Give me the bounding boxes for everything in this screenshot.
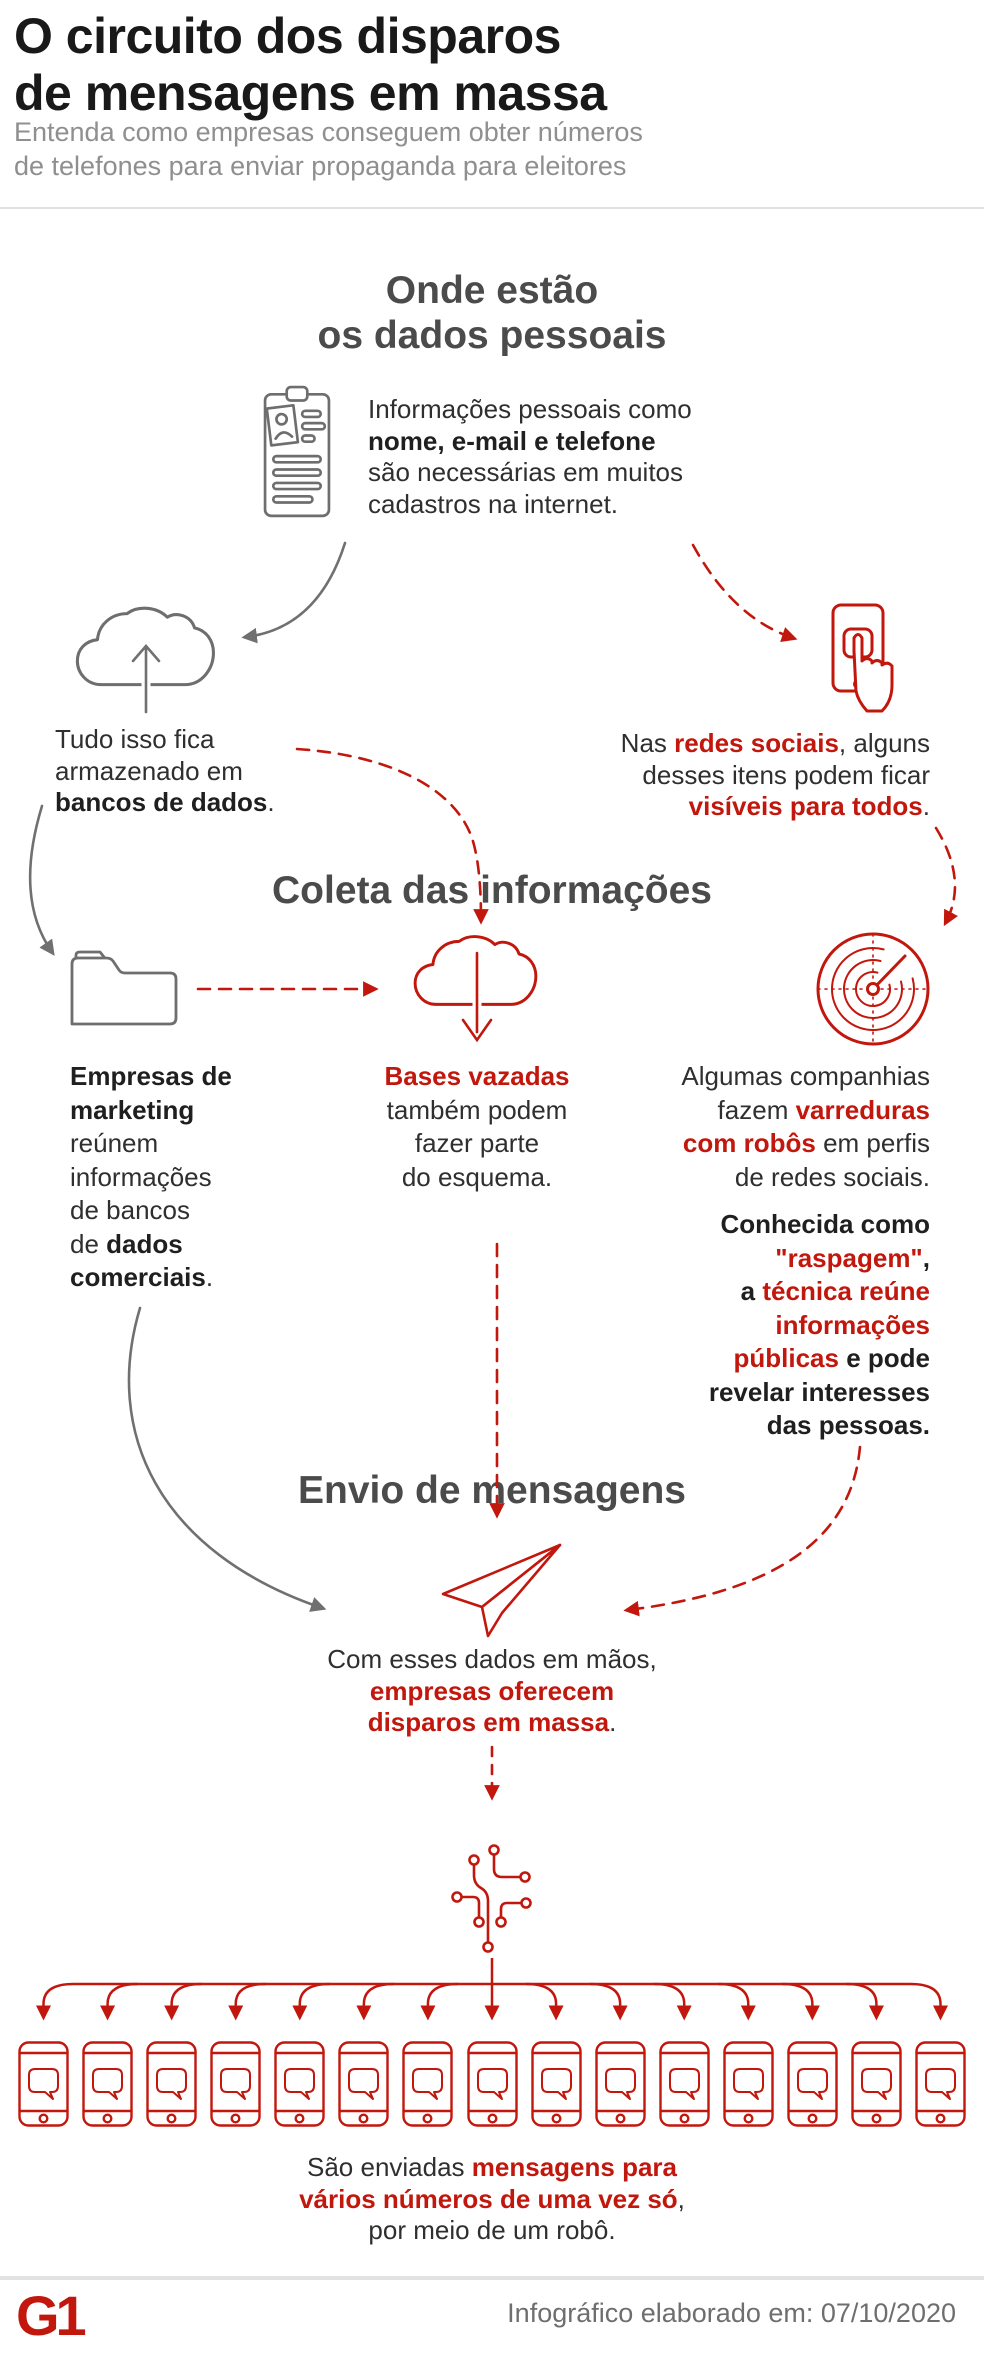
text-line: públicas e pode: [733, 1343, 931, 1373]
scraping-note: Conhecida como"raspagem",a técnica reúne…: [709, 1208, 930, 1443]
circuit-icon: [451, 1844, 532, 1953]
mass-offer-note: Com esses dados em mãos,empresas oferece…: [327, 1644, 656, 1739]
text-line: de redes sociais.: [734, 1161, 930, 1192]
text-line: informações: [70, 1161, 212, 1192]
folder-icon: [70, 950, 178, 1026]
text-line: informações: [775, 1309, 930, 1340]
credit-text: Infográfico elaborado em: 07/10/2020: [507, 2298, 956, 2328]
text-line: de mensagens em massa: [14, 65, 607, 121]
text-line: nome, e-mail e telefone: [368, 425, 656, 456]
phone-tap-icon: [831, 603, 894, 713]
phone-message-icon: [594, 2040, 647, 2128]
text-line: O circuito dos disparos: [14, 8, 561, 64]
g1-logo[interactable]: G1: [16, 2284, 87, 2347]
text-line: desses itens podem ficar: [642, 759, 930, 790]
text-line: fazer parte: [414, 1128, 540, 1158]
text-line: Nas redes sociais, alguns: [620, 728, 930, 758]
phone-message-icon: [209, 2040, 262, 2128]
page-subtitle: Entenda como empresas conseguem obter nú…: [14, 116, 643, 183]
text-line: Onde estão: [385, 269, 599, 312]
text-line: também podem: [386, 1094, 568, 1125]
phone-message-icon: [273, 2040, 326, 2128]
text-line: Entenda como empresas conseguem obter nú…: [14, 117, 643, 147]
text-line: Bases vazadas: [384, 1061, 570, 1091]
footer-divider: [0, 2276, 984, 2280]
paper-plane-icon: [441, 1543, 562, 1638]
text-line: vários números de uma vez só,: [299, 2183, 685, 2214]
text-line: cadastros na internet.: [368, 488, 619, 519]
phone-message-icon: [786, 2040, 839, 2128]
text-line: fazem varreduras: [717, 1094, 930, 1125]
cloud-upload-icon: [75, 606, 215, 687]
text-line: a técnica reúne: [740, 1276, 930, 1306]
text-line: empresas oferecem: [369, 1675, 615, 1706]
text-line: de dados: [70, 1228, 183, 1259]
clipboard-icon: [263, 385, 331, 518]
phone-message-icon: [530, 2040, 583, 2128]
phone-message-icon: [658, 2040, 711, 2128]
text-line: marketing: [70, 1094, 195, 1125]
text-line: "raspagem",: [775, 1242, 930, 1273]
text-line: os dados pessoais: [317, 314, 667, 357]
text-line: visíveis para todos.: [688, 791, 930, 821]
text-line: com robôs em perfis: [682, 1128, 930, 1158]
header-divider: [0, 207, 984, 209]
text-line: de telefones para enviar propaganda para…: [14, 150, 627, 181]
text-line: Empresas de: [70, 1061, 232, 1091]
text-line: armazenado em: [55, 755, 243, 786]
text-line: comerciais.: [70, 1262, 214, 1292]
phone-message-icon: [145, 2040, 198, 2128]
text-line: São enviadas mensagens para: [306, 2152, 678, 2182]
text-line: das pessoas.: [766, 1410, 930, 1440]
text-line: disparos em massa.: [367, 1707, 617, 1737]
cloud-download-icon: [413, 935, 538, 1006]
phone-message-icon: [850, 2040, 903, 2128]
phone-message-icon: [81, 2040, 134, 2128]
text-line: Tudo isso fica: [55, 724, 215, 754]
text-line: bancos de dados.: [55, 787, 275, 817]
text-line: por meio de um robô.: [368, 2215, 616, 2245]
text-line: Algumas companhias: [681, 1061, 930, 1091]
text-line: reúnem: [70, 1128, 159, 1158]
text-line: Com esses dados em mãos,: [327, 1644, 657, 1674]
radar-icon: [816, 932, 930, 1046]
text-line: revelar interesses: [708, 1376, 930, 1407]
phone-message-icon: [401, 2040, 454, 2128]
text-line: de bancos: [70, 1195, 190, 1225]
text-line: do esquema.: [401, 1161, 553, 1192]
text-line: são necessárias em muitos: [368, 457, 684, 487]
phone-message-icon: [722, 2040, 775, 2128]
phone-message-icon: [17, 2040, 70, 2128]
phone-message-icon: [466, 2040, 519, 2128]
phone-message-icon: [914, 2040, 967, 2128]
phone-message-icon: [337, 2040, 390, 2128]
text-line: Informações pessoais como: [368, 394, 692, 424]
text-line: Conhecida como: [720, 1209, 930, 1239]
